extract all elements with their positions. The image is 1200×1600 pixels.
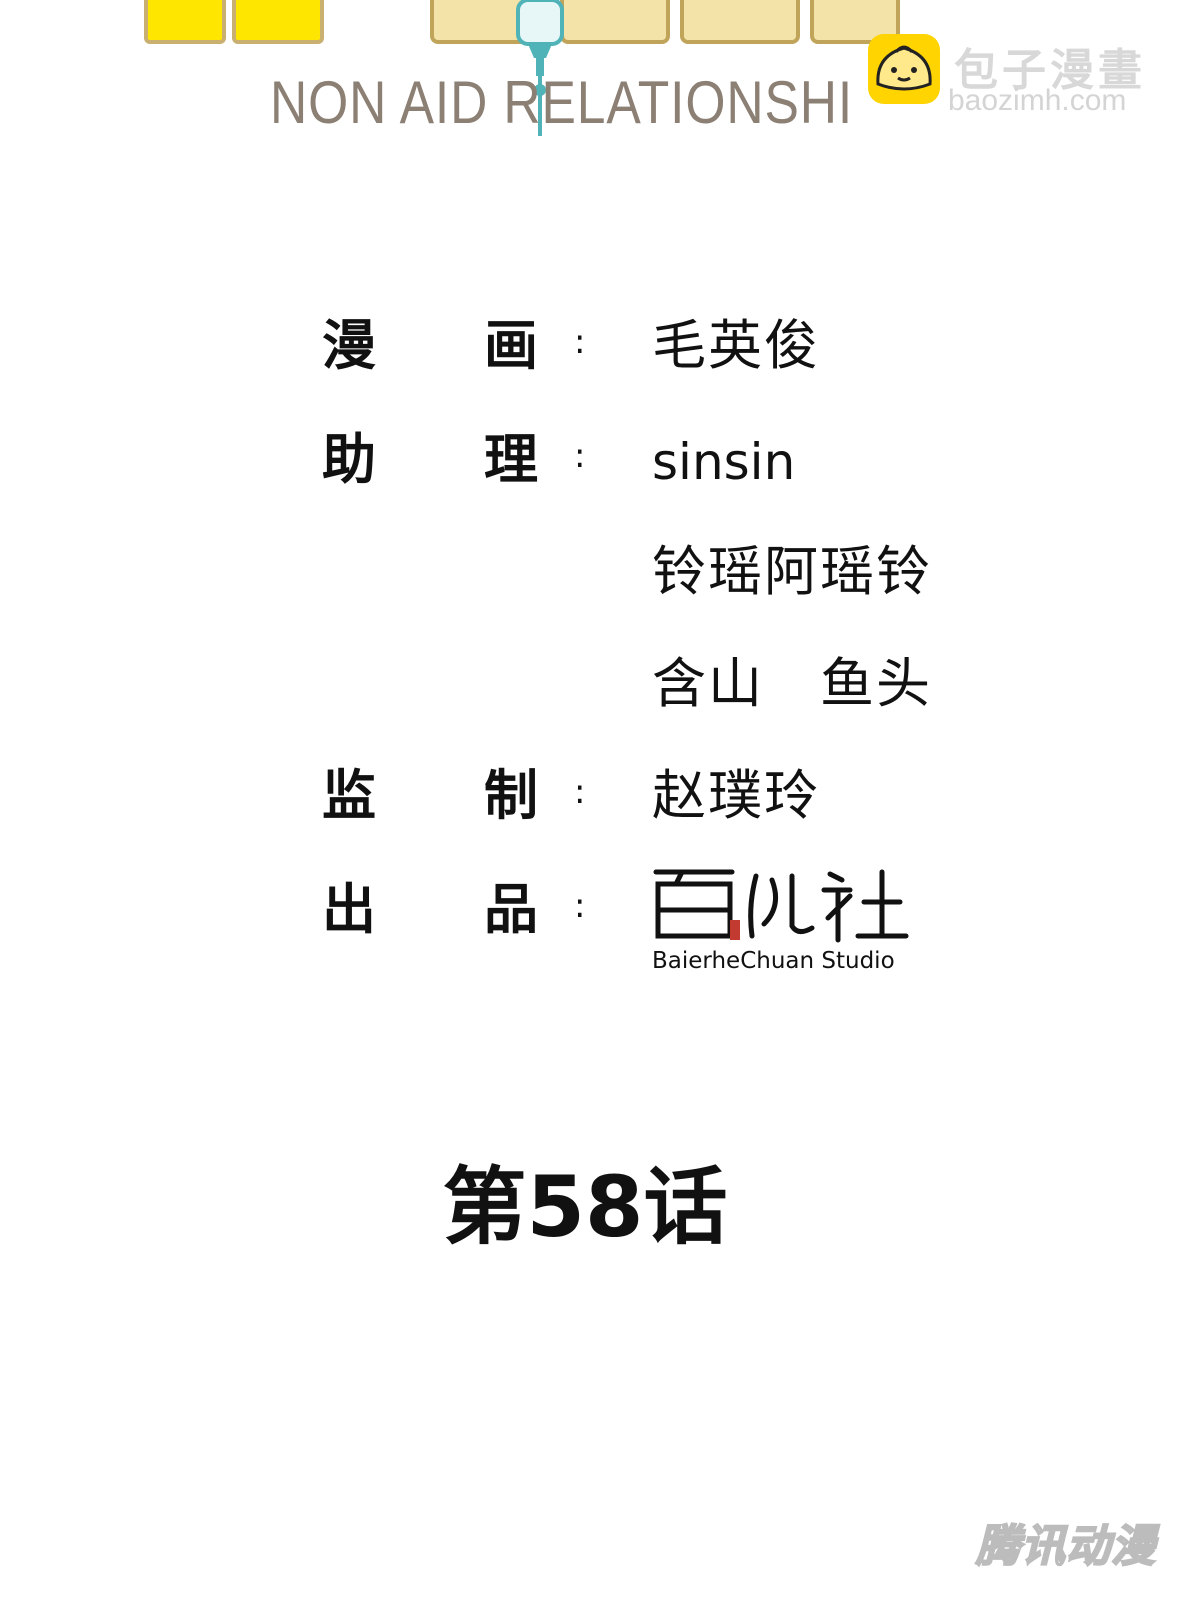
credit-name-supervisor: 赵璞玲 <box>652 764 820 827</box>
studio-logo: BaierheChuan Studio <box>652 866 912 978</box>
credit-name-assistant-2: 铃瑶阿瑶铃 <box>652 540 932 603</box>
site-url: baozimh.com <box>948 84 1127 117</box>
tencent-comic-watermark: 腾讯动漫 <box>975 1520 1156 1573</box>
iv-drip-icon <box>516 0 564 136</box>
studio-name-en: BaierheChuan Studio <box>652 948 895 974</box>
baierhechuan-logo <box>653 869 909 943</box>
site-name: 包子漫畫 <box>954 45 1146 96</box>
comic-subtitle: NON AID RELATIONSHI <box>270 69 854 136</box>
site-watermark: 包子漫畫 baozimh.com <box>868 34 1168 120</box>
credits-block: 漫 画 : 毛英俊 助 理 : sinsin 铃瑶阿瑶铃 含山 鱼头 监 制 :… <box>322 314 932 978</box>
chapter-title: 第58话 <box>442 1158 728 1256</box>
credit-name-assistant-3: 含山 鱼头 <box>652 652 932 715</box>
credit-name-artist: 毛英俊 <box>652 314 820 377</box>
credit-name-assistant-1: sinsin <box>652 433 796 491</box>
steamed-bun-icon <box>868 34 940 104</box>
